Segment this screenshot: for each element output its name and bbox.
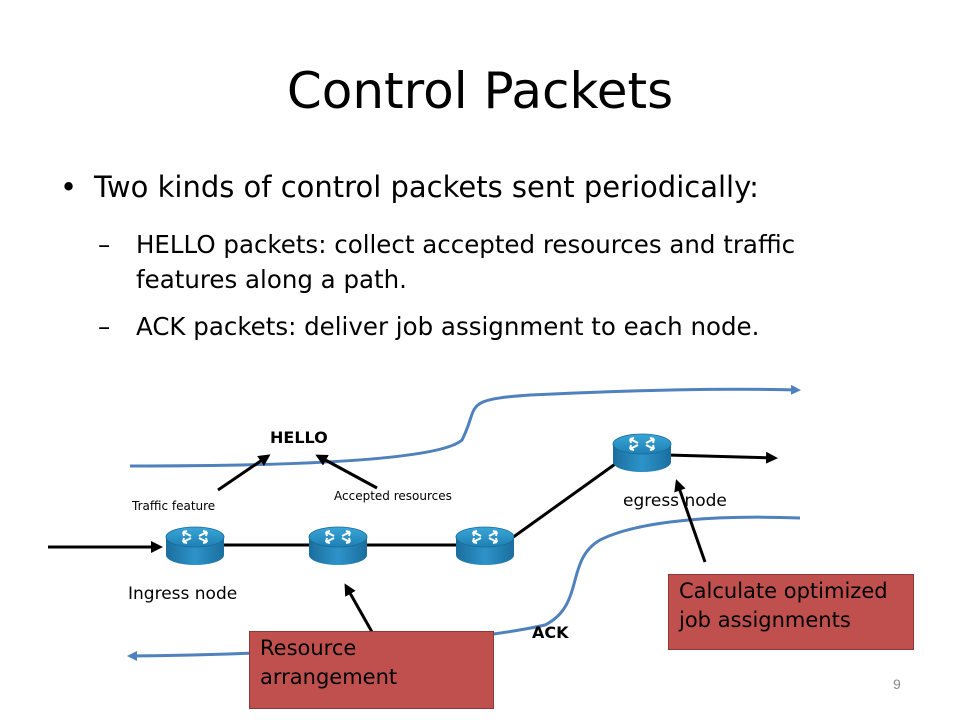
- resource-arrangement-arrow: [344, 583, 374, 633]
- traffic-feature-arrow: [217, 454, 271, 492]
- egress-node-label: egress node: [623, 491, 727, 511]
- sub-bullet-hello-line1: HELLO packets: collect accepted resource…: [136, 230, 796, 259]
- resource-arrangement-box: Resource arrangement: [249, 631, 494, 709]
- sub-bullet-ack-line1: ACK packets: deliver job assignment to e…: [136, 312, 760, 341]
- dash-marker: –: [98, 230, 111, 259]
- link-r3-egress: [511, 460, 619, 540]
- calculate-assignments-box: Calculate optimized job assignments: [668, 574, 914, 650]
- ack-label: ACK: [532, 623, 569, 642]
- accepted-resources-arrow: [315, 454, 378, 490]
- dash-marker: –: [98, 312, 111, 341]
- accepted-resources-label: Accepted resources: [334, 489, 452, 503]
- sub-bullet-hello-line2: features along a path.: [136, 265, 407, 294]
- calc-box-line1: Calculate optimized: [679, 579, 888, 603]
- hello-label: HELLO: [270, 428, 328, 447]
- page-number: 9: [893, 676, 901, 692]
- calc-box-line2: job assignments: [679, 608, 851, 632]
- slide-title: Control Packets: [286, 62, 674, 120]
- router-third-icon: [455, 526, 515, 566]
- router-egress-icon: [612, 433, 672, 473]
- ingress-node-label: Ingress node: [128, 584, 238, 604]
- resource-box-line1: Resource: [260, 636, 357, 660]
- router-middle-icon: [308, 526, 368, 566]
- main-bullet-text: Two kinds of control packets sent period…: [94, 170, 759, 204]
- output-arrow: [666, 451, 778, 464]
- bullet-dot: •: [60, 170, 78, 204]
- traffic-feature-label: Traffic feature: [132, 499, 216, 513]
- resource-box-line2: arrangement: [260, 665, 398, 689]
- router-ingress-icon: [165, 526, 225, 566]
- calculate-arrow: [674, 479, 707, 563]
